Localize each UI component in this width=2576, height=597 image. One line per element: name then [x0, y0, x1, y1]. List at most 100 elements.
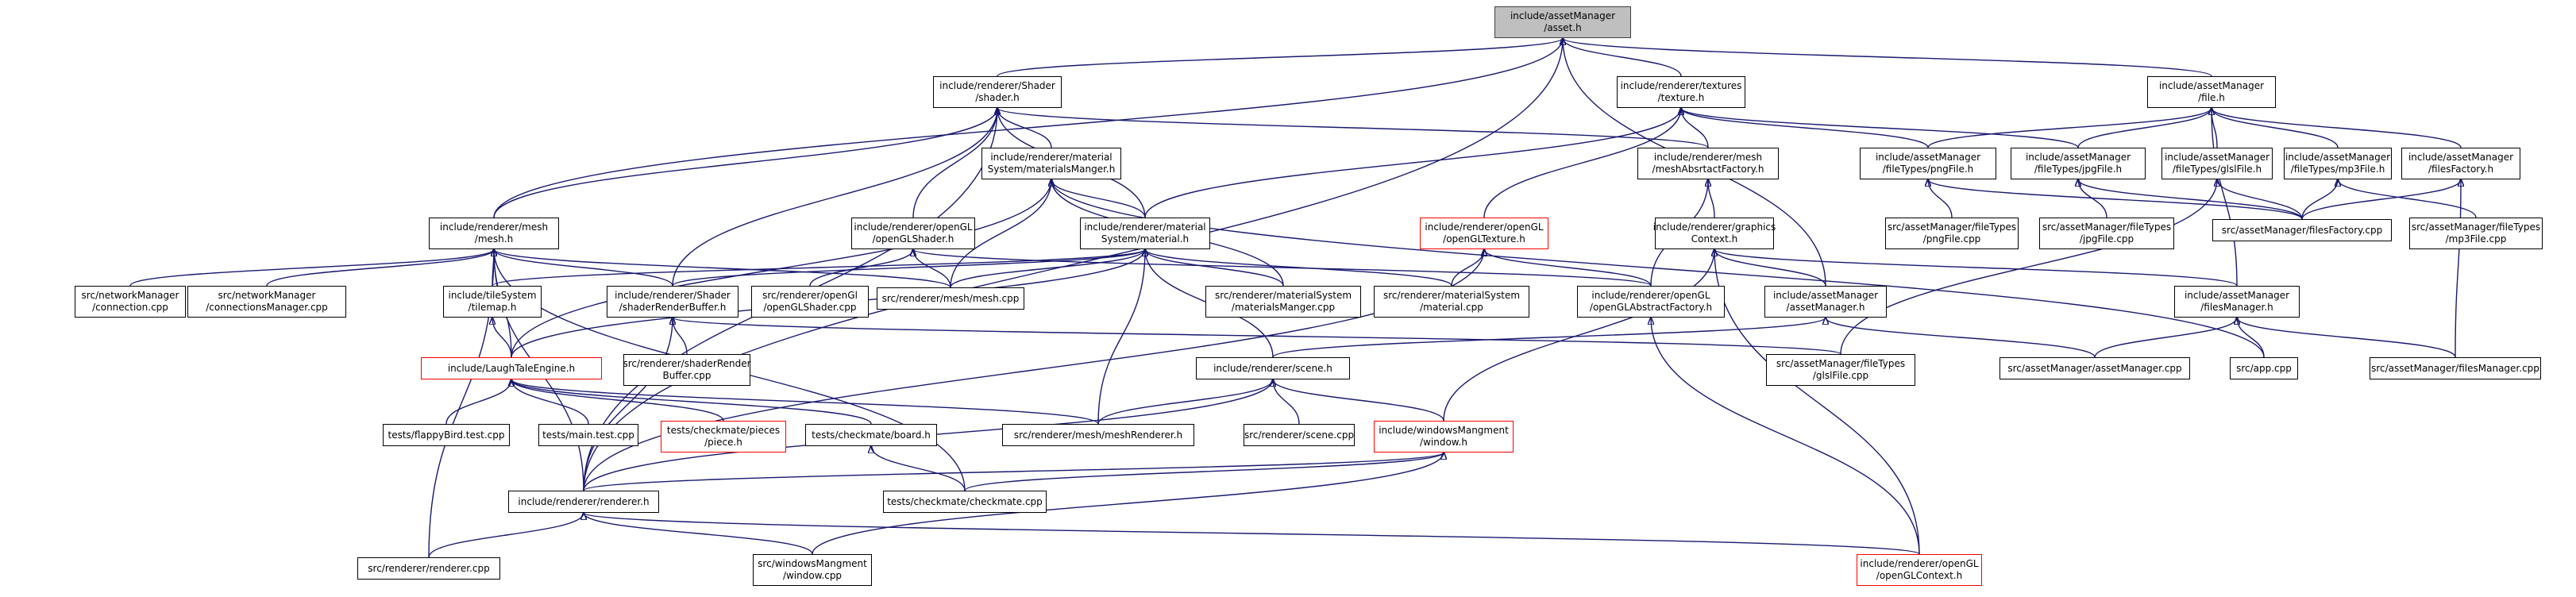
graph-node[interactable]: include/assetManager/fileTypes/mp3File.h	[2284, 148, 2392, 179]
dependency-edge	[1272, 318, 1826, 358]
node-label: src/windowsMangment	[758, 558, 867, 569]
dependency-edge	[584, 513, 813, 555]
dependency-edge	[950, 249, 1145, 288]
node-label: /openGLShader.cpp	[763, 302, 857, 313]
dependency-edge	[1144, 108, 1681, 218]
graph-node[interactable]: src/assetManager/filesFactory.cpp	[2212, 219, 2392, 241]
dependency-edge	[492, 318, 512, 358]
graph-node[interactable]: include/renderer/openGL/openGLContext.h	[1857, 554, 1982, 586]
graph-node[interactable]: src/assetManager/fileTypes/pngFile.cpp	[1885, 218, 2019, 249]
node-label: /mesh.h	[474, 233, 514, 245]
node-label: Context.h	[1691, 233, 1738, 245]
graph-node[interactable]: src/renderer/openGl/openGLShader.cpp	[751, 286, 869, 318]
graph-node[interactable]: include/renderer/renderer.h	[508, 491, 659, 513]
node-label: src/assetManager/filesFactory.cpp	[2221, 224, 2383, 236]
graph-node[interactable]: src/assetManager/assetManager.cpp	[1999, 357, 2190, 379]
node-label: include/renderer/renderer.h	[518, 495, 650, 507]
dependency-edge	[492, 249, 1145, 287]
graph-node[interactable]: src/assetManager/filesManager.cpp	[2370, 357, 2541, 379]
node-label: include/LaughTaleEngine.h	[447, 362, 576, 374]
dependency-edge	[129, 249, 494, 287]
dependency-edge	[2094, 318, 2237, 358]
graph-node[interactable]: include/assetManager/filesManager.h	[2174, 286, 2300, 318]
node-label: src/assetManager/fileTypes	[1776, 358, 1906, 369]
graph-node[interactable]: src/assetManager/fileTypes/jpgFile.cpp	[2039, 218, 2174, 249]
graph-node[interactable]: include/assetManager/assetManager.h	[1764, 286, 1887, 318]
graph-node[interactable]: include/windowsMangment/window.h	[1374, 421, 1514, 453]
graph-node[interactable]: src/app.cpp	[2230, 357, 2298, 379]
dependency-edge	[1273, 379, 1300, 425]
node-label: src/renderer/renderer.cpp	[368, 562, 490, 574]
graph-node[interactable]: include/renderer/openGL/openGLTexture.h	[1420, 218, 1548, 249]
graph-node[interactable]: src/renderer/scene.cpp	[1244, 424, 1355, 446]
node-label: /shaderRenderBuffer.h	[619, 302, 727, 313]
dependency-edge	[493, 38, 1563, 218]
node-label: include/assetManager	[2164, 152, 2270, 163]
dependency-edge	[2237, 318, 2456, 358]
dependency-edge	[1714, 249, 2238, 287]
dependency-edge	[511, 379, 1099, 425]
graph-node[interactable]: include/assetManager/fileTypes/glslFile.…	[2161, 148, 2273, 179]
node-label: /glslFile.cpp	[1812, 370, 1869, 381]
graph-node[interactable]: include/renderer/textures/texture.h	[1617, 76, 1745, 108]
node-label: /window.h	[1420, 437, 1467, 448]
node-label: include/assetManager	[2184, 290, 2290, 301]
node-label: tests/checkmate/board.h	[812, 429, 931, 441]
graph-node[interactable]: include/LaughTaleEngine.h	[421, 357, 602, 379]
dependency-edge	[1927, 108, 2212, 148]
dependency-edge	[511, 379, 872, 425]
node-label: include/assetManager	[2025, 152, 2131, 163]
graph-node[interactable]: tests/flappyBird.test.cpp	[383, 424, 510, 446]
node-label: /assetManager.h	[1786, 302, 1865, 313]
graph-node[interactable]: src/assetManager/fileTypes/glslFile.cpp	[1766, 354, 1915, 386]
dependency-edge	[1051, 179, 1146, 218]
graph-node[interactable]: src/networkManager/connectionsManager.cp…	[187, 286, 346, 318]
dependency-edge	[1840, 179, 2217, 355]
node-label: src/assetManager/fileTypes	[2042, 221, 2172, 233]
graph-node[interactable]: include/assetManager/fileTypes/pngFile.h	[1860, 148, 1996, 179]
graph-node[interactable]: include/renderer/scene.h	[1196, 357, 1350, 379]
graph-node[interactable]: src/renderer/mesh/mesh.cpp	[877, 287, 1024, 310]
graph-root-node: include/assetManager/asset.h	[1494, 6, 1631, 38]
graph-node[interactable]: include/renderer/openGL/openGLAbstractFa…	[1577, 286, 1725, 318]
dependency-edge	[583, 453, 1444, 491]
graph-node[interactable]: include/renderer/Shader/shader.h	[933, 76, 1062, 108]
node-label: /materialsManger.cpp	[1231, 302, 1336, 313]
node-label: /filesFactory.h	[2428, 164, 2494, 175]
node-label: include/renderer/graphics	[1652, 221, 1776, 233]
graph-node[interactable]: src/networkManager/connection.cpp	[75, 286, 186, 318]
graph-node[interactable]: include/renderer/mesh/meshAbsrtactFactor…	[1637, 148, 1779, 179]
node-label: include/renderer/openGL	[1425, 221, 1544, 233]
graph-node[interactable]: include/assetManager/filesFactory.h	[2401, 148, 2520, 179]
dependency-edge	[1273, 379, 1444, 422]
graph-node[interactable]: tests/checkmate/pieces/piece.h	[661, 421, 786, 453]
graph-node[interactable]: include/renderer/mesh/mesh.h	[429, 218, 559, 249]
graph-node[interactable]: src/renderer/mesh/meshRenderer.h	[1002, 424, 1194, 446]
graph-node[interactable]: include/tileSystem/tilemap.h	[443, 286, 542, 318]
graph-node[interactable]: include/renderer/Shader/shaderRenderBuff…	[607, 286, 738, 318]
graph-node[interactable]: src/assetManager/fileTypes/mp3File.cpp	[2409, 218, 2543, 249]
graph-node[interactable]: src/windowsMangment/window.cpp	[753, 554, 872, 586]
graph-node[interactable]: tests/checkmate/board.h	[805, 424, 937, 446]
graph-node[interactable]: tests/main.test.cpp	[538, 424, 638, 446]
dependency-edge	[428, 513, 584, 558]
graph-node[interactable]: include/renderer/openGL/openGLShader.h	[851, 218, 975, 249]
dependency-edge	[2212, 108, 2339, 148]
node-label: /fileTypes/jpgFile.h	[2034, 164, 2123, 175]
node-label: include/assetManager	[2285, 152, 2391, 163]
dependency-edge	[493, 108, 997, 218]
node-label: include/renderer/textures	[1620, 80, 1742, 91]
graph-node[interactable]: src/renderer/materialSystem/material.cpp	[1374, 286, 1529, 318]
dependency-edge	[2301, 179, 2461, 220]
graph-node[interactable]: src/renderer/renderer.cpp	[357, 557, 500, 580]
graph-node[interactable]: src/renderer/materialSystem/materialsMan…	[1205, 286, 1361, 318]
dependency-edge	[2455, 179, 2461, 358]
graph-node[interactable]: tests/checkmate/checkmate.cpp	[883, 491, 1047, 513]
dependency-edge	[1097, 249, 1145, 425]
graph-node[interactable]: include/assetManager/file.h	[2147, 76, 2276, 108]
graph-node[interactable]: include/assetManager/fileTypes/jpgFile.h	[2011, 148, 2146, 179]
